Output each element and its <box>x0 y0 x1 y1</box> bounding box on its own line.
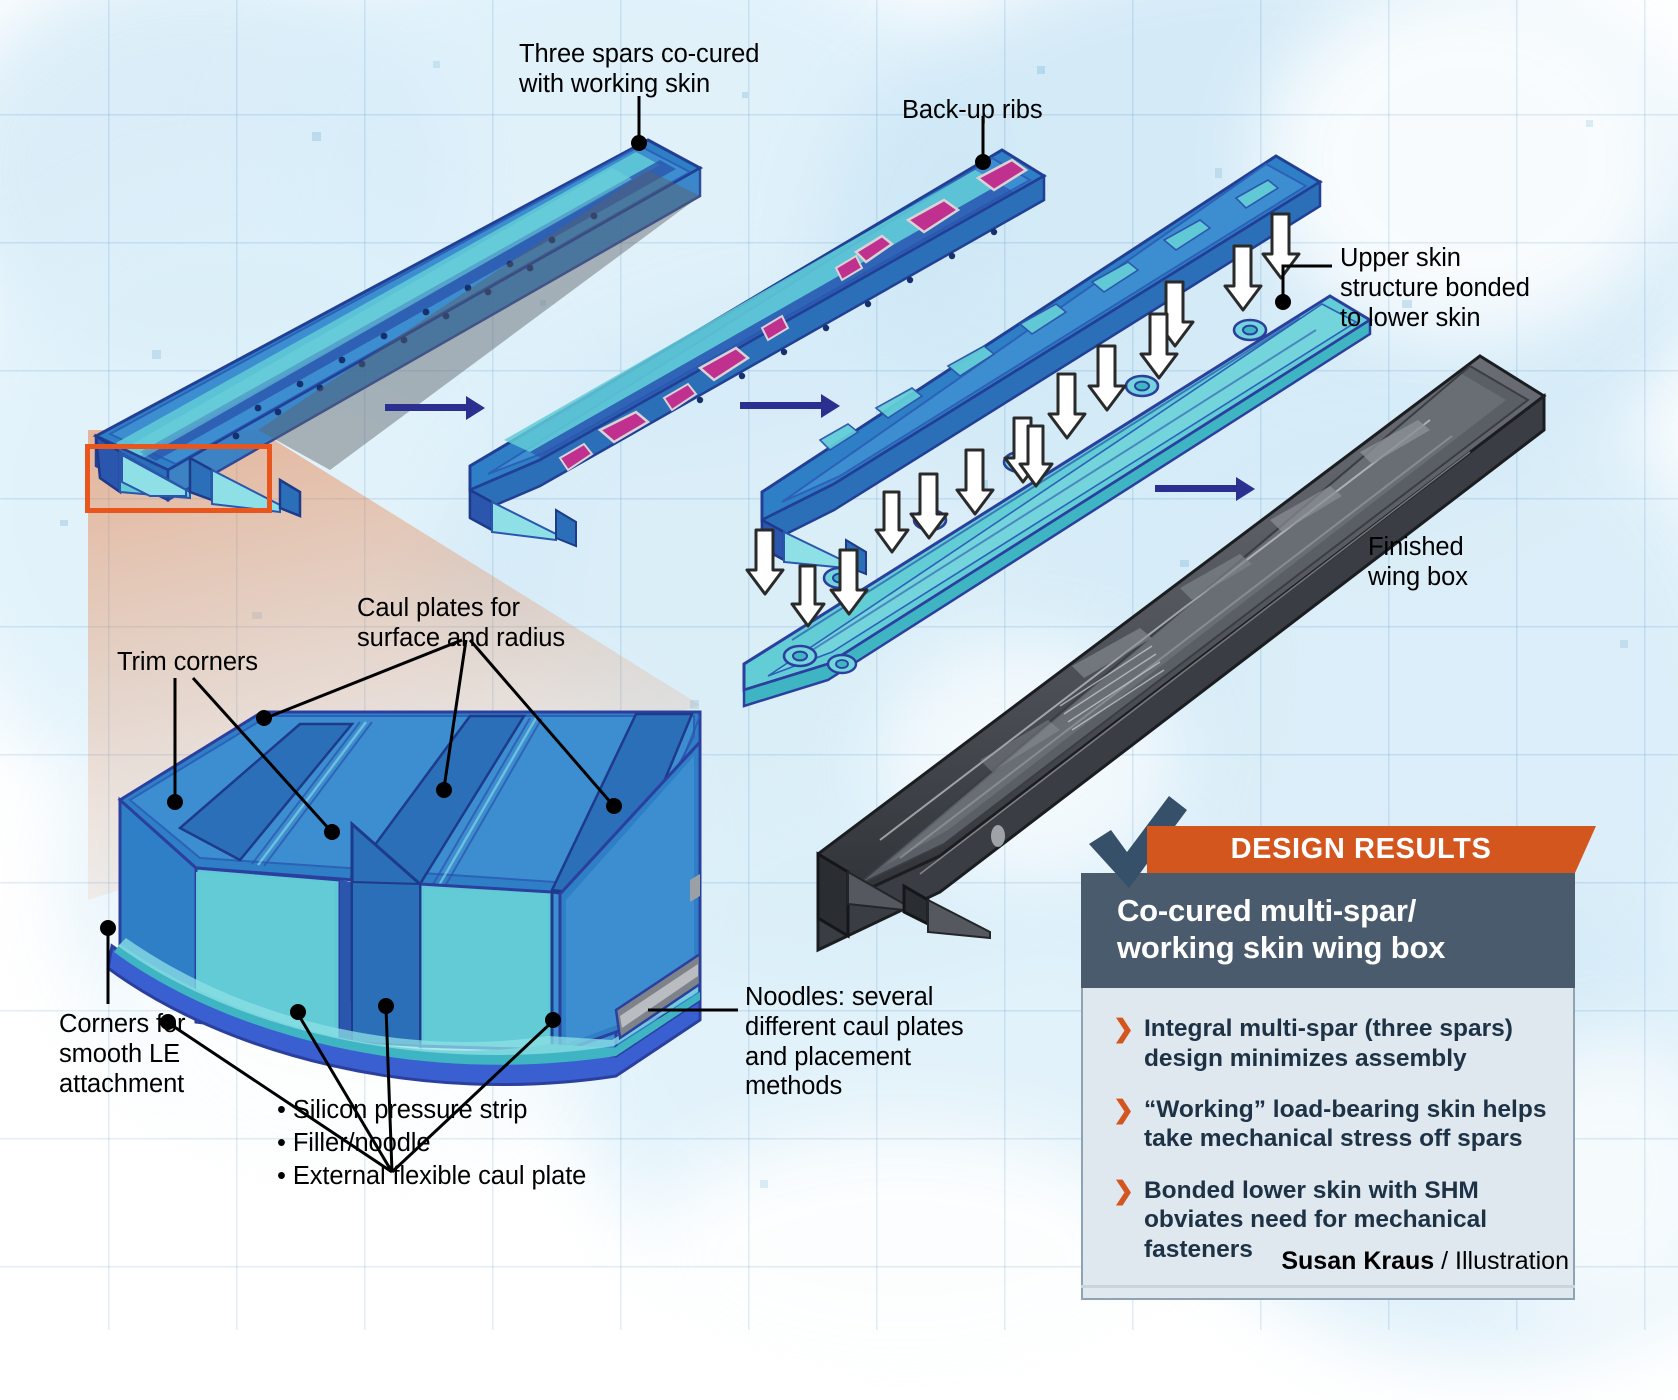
design-results-heading: Co-cured multi-spar/ working skin wing b… <box>1081 873 1575 989</box>
chevron-right-icon: ❯ <box>1113 1095 1134 1124</box>
callout-caul-plates-line2: surface and radius <box>357 623 565 652</box>
callout-corners-le-line1: Corners for <box>59 1010 186 1038</box>
callout-noodles-line2: different caul plates <box>745 1012 964 1041</box>
detail-bullet-item: • Silicon pressure strip <box>277 1096 528 1124</box>
stage1-three-spars-assembly <box>92 138 704 518</box>
chevron-right-icon: ❯ <box>1113 1015 1134 1044</box>
chevron-right-icon: ❯ <box>1113 1176 1134 1205</box>
design-results-bullets: ❯ Integral multi-spar (three spars) desi… <box>1081 988 1575 1300</box>
callout-trim-corners-text: Trim corners <box>117 648 258 676</box>
callout-backup-ribs: Back-up ribs <box>902 96 1162 126</box>
detail-bullet-text: Silicon pressure strip <box>292 1096 528 1124</box>
callout-noodles-line3: and placement <box>745 1042 911 1071</box>
callout-corners-le-line2: smooth LE <box>59 1039 180 1068</box>
detail-corner-section <box>106 710 702 1087</box>
design-results-bullet: ❯ “Working” load-bearing skin helps take… <box>1113 1095 1547 1154</box>
callout-finished-line1: Finished <box>1368 533 1464 561</box>
design-results-bullet: ❯ Bonded lower skin with SHM obviates ne… <box>1113 1176 1547 1264</box>
stage4-finished-wing-box <box>816 354 1547 953</box>
design-results-banner-label: DESIGN RESULTS <box>1230 833 1492 865</box>
callout-noodles: Noodles: several different caul plates a… <box>745 983 1065 1102</box>
design-results-bullet-text: Bonded lower skin with SHM obviates need… <box>1143 1176 1488 1263</box>
callout-three-spars-line1: Three spars co-cured <box>519 40 760 68</box>
design-results-bullet: ❯ Integral multi-spar (three spars) desi… <box>1113 1014 1547 1073</box>
callout-upper-skin-line2: structure bonded <box>1340 273 1530 302</box>
callout-noodles-line1: Noodles: several <box>745 983 934 1011</box>
callout-backup-ribs-text: Back-up ribs <box>902 96 1043 124</box>
callout-upper-skin: Upper skin structure bonded to lower ski… <box>1340 244 1650 333</box>
callout-corners-le-line3: attachment <box>59 1069 185 1098</box>
callout-trim-corners: Trim corners <box>117 648 377 678</box>
detail-bullet-item: • External flexible caul plate <box>277 1162 587 1191</box>
process-arrow-2 <box>740 402 824 409</box>
design-results-bullet-text: Integral multi-spar (three spars) design… <box>1143 1015 1513 1072</box>
design-results-bullet-text: “Working” load-bearing skin helps take m… <box>1143 1095 1547 1153</box>
illustration-canvas: Three spars co-cured with working skin B… <box>0 0 1678 1330</box>
detail-bullet-text: Filler/noodle <box>292 1129 431 1158</box>
callout-three-spars-line2: with working skin <box>519 69 711 98</box>
callout-corners-le: Corners for smooth LE attachment <box>59 1010 279 1099</box>
design-results-heading-line1: Co-cured multi-spar/ <box>1117 893 1417 928</box>
detail-bullet-text: External flexible caul plate <box>292 1162 587 1191</box>
callout-caul-plates-line1: Caul plates for <box>357 594 520 622</box>
callout-finished-wing-box: Finished wing box <box>1368 533 1598 593</box>
detail-bullet-item: • Filler/noodle <box>277 1129 431 1158</box>
design-results-card: DESIGN RESULTS Co-cured multi-spar/ work… <box>1081 796 1596 1300</box>
detail-zoom-rectangle <box>85 444 272 513</box>
credit-divider <box>1081 1285 1575 1288</box>
credit-author: Susan Kraus <box>1281 1247 1435 1275</box>
credit-separator: / <box>1441 1247 1449 1275</box>
stage2-backup-ribs-assembly <box>468 148 1047 548</box>
detail-bullet-list: • Silicon pressure strip • Filler/noodle… <box>277 1094 697 1193</box>
callout-caul-plates: Caul plates for surface and radius <box>357 594 657 654</box>
process-arrow-1 <box>385 404 469 411</box>
callout-three-spars: Three spars co-cured with working skin <box>519 40 839 100</box>
callout-finished-line2: wing box <box>1368 562 1468 591</box>
illustration-credit: Susan Kraus / Illustration <box>1081 1247 1575 1276</box>
callout-noodles-line4: methods <box>745 1072 843 1101</box>
credit-role: Illustration <box>1455 1247 1569 1275</box>
check-icon <box>1089 796 1187 888</box>
callout-leader-lines <box>100 96 1332 1174</box>
stage3-upper-skin-bonding <box>742 154 1373 708</box>
callout-upper-skin-line1: Upper skin <box>1340 244 1461 272</box>
process-arrow-3 <box>1155 485 1239 492</box>
design-results-heading-line2: working skin wing box <box>1117 929 1446 965</box>
assembly-direction-arrows <box>745 212 1301 628</box>
design-results-banner: DESIGN RESULTS <box>1147 826 1596 873</box>
callout-upper-skin-line3: to lower skin <box>1340 303 1481 332</box>
